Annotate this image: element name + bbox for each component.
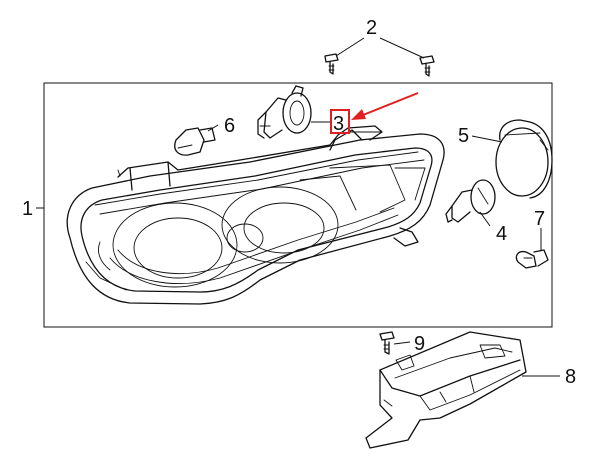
- mounting-bracket: [365, 331, 527, 449]
- headlamp-housing: [66, 125, 445, 305]
- callout-2: 2: [366, 17, 377, 39]
- callout-9: 9: [414, 333, 425, 355]
- turn-bulb: [445, 179, 496, 223]
- dust-cap: [495, 119, 553, 199]
- highlight-box: [330, 109, 350, 134]
- headlamp-bulb: [257, 85, 312, 139]
- callout-8: 8: [565, 366, 576, 388]
- callout-6: 6: [224, 115, 235, 137]
- side-marker-bulb: [515, 249, 549, 269]
- bolt-bracket: [379, 331, 395, 355]
- parking-bulb: [174, 127, 216, 156]
- assembly-frame: [43, 82, 553, 328]
- highlight-arrow: [351, 92, 419, 120]
- leader-lines: [36, 37, 560, 377]
- callout-4: 4: [496, 223, 507, 245]
- bolt-right: [419, 55, 435, 77]
- callout-3: 3: [333, 113, 344, 135]
- callout-5: 5: [458, 125, 469, 147]
- bolt-left: [324, 53, 339, 75]
- callout-7: 7: [534, 208, 545, 230]
- callout-1: 1: [22, 198, 33, 220]
